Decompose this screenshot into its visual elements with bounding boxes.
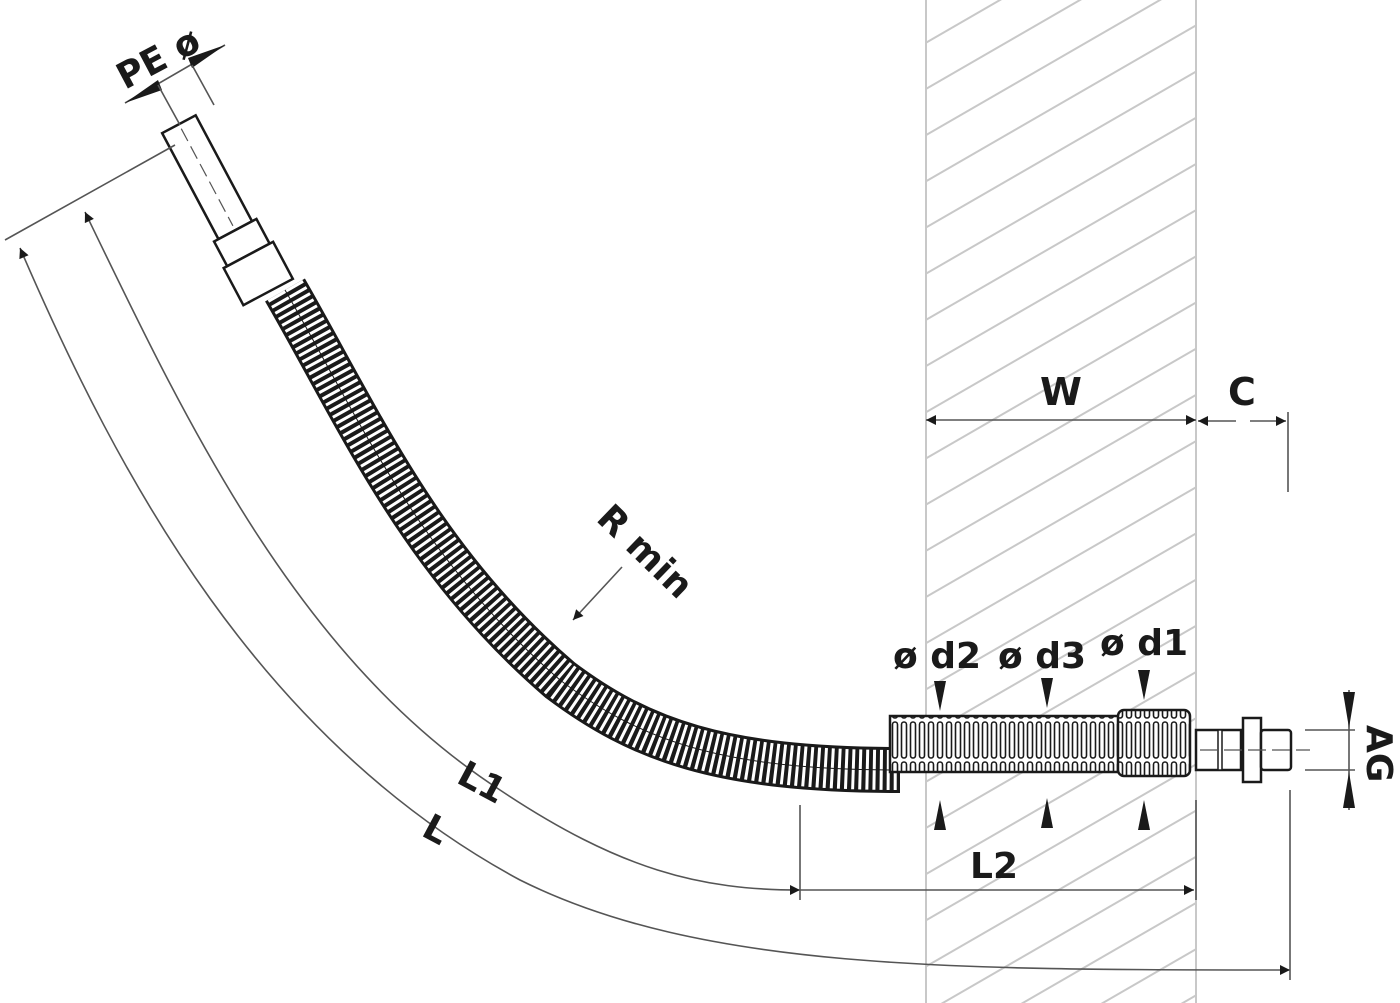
l1-dimension-line [84,211,801,895]
pe-pipe-end [160,113,295,307]
thread-dimension: AG [1305,690,1399,810]
l-label: L [416,807,456,854]
wall [925,0,1197,1003]
threaded-fitting [1194,716,1310,784]
hose-end-collar [1116,708,1192,778]
r-min-annotation: R min [572,497,701,621]
pe-diameter-dimension: PE ø [110,20,226,126]
d1-label: ø d1 [1100,623,1188,664]
ag-label: AG [1358,725,1399,782]
w-label: W [1040,370,1082,414]
diameter-markers: ø d2 ø d3 ø d1 [893,623,1188,830]
r-min-label: R min [589,497,701,607]
d2-label: ø d2 [893,636,981,677]
wall-dimensions: W C [926,370,1289,492]
l2-label: L2 [970,846,1018,887]
c-label: C [1228,370,1256,414]
d3-label: ø d3 [998,636,1086,677]
hose-straight-section [888,714,1122,774]
